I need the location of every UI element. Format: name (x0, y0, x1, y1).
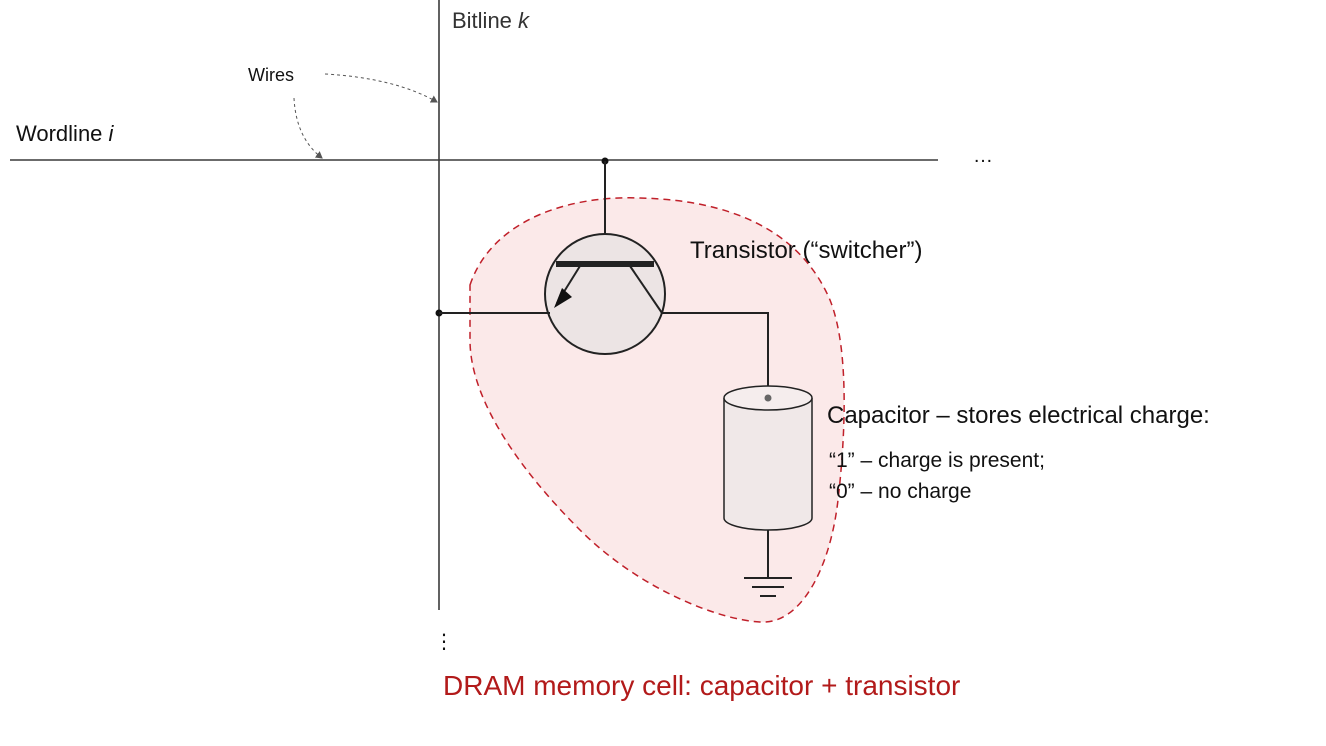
bitline-label: Bitline k (452, 8, 530, 33)
wires-arrow-to-wordline (293, 97, 323, 159)
wires-arrow-to-bitline (324, 73, 438, 103)
ground-icon (744, 530, 792, 597)
capacitor-zero-label: “0” – no charge (829, 480, 971, 503)
ellipsis-right: … (973, 145, 993, 167)
wordline-label: Wordline i (16, 121, 115, 146)
transistor-symbol (544, 233, 666, 355)
capacitor-symbol (723, 385, 813, 531)
transistor-to-capacitor-wire (662, 312, 769, 398)
diagram-caption: DRAM memory cell: capacitor + transistor (443, 670, 960, 701)
capacitor-title-label: Capacitor – stores electrical charge: (827, 402, 1210, 429)
ellipsis-down: ⋮ (434, 631, 454, 653)
wires-label: Wires (248, 65, 294, 85)
transistor-label: Transistor (“switcher”) (690, 237, 922, 264)
capacitor-one-label: “1” – charge is present; (829, 449, 1045, 472)
